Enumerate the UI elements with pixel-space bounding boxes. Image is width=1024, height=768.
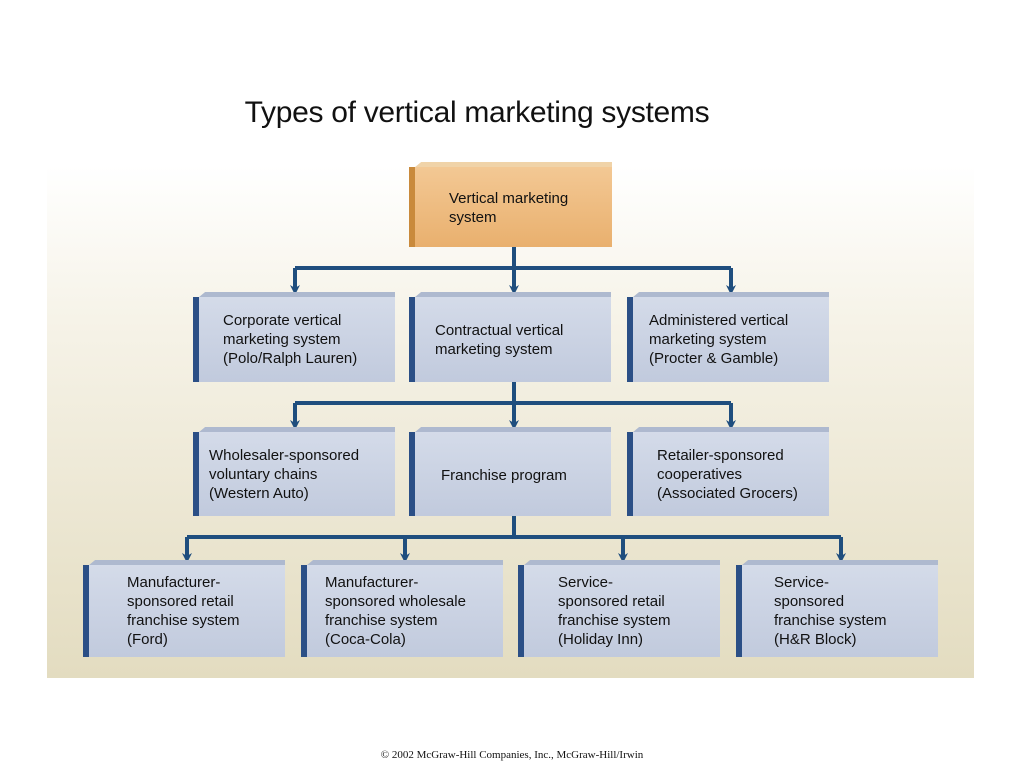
slide-title: Types of vertical marketing systems xyxy=(244,96,710,129)
box-label: Service- sponsored retail franchise syst… xyxy=(558,574,671,648)
box-contractual-vms: Contractual vertical marketing system xyxy=(409,292,611,382)
box-label: Corporate vertical marketing system (Pol… xyxy=(223,312,358,367)
box-label: Franchise program xyxy=(441,467,567,484)
box-label: Manufacturer- sponsored wholesale franch… xyxy=(325,574,466,648)
box-service-retail-franchise: Service- sponsored retail franchise syst… xyxy=(518,560,720,657)
box-manufacturer-retail-franchise: Manufacturer- sponsored retail franchise… xyxy=(83,560,285,657)
box-franchise-program: Franchise program xyxy=(409,427,611,516)
box-administered-vms: Administered vertical marketing system (… xyxy=(627,292,829,382)
box-label: Manufacturer- sponsored retail franchise… xyxy=(127,574,240,648)
box-label: Service- sponsored franchise system (H&R… xyxy=(774,574,887,648)
box-label: Administered vertical marketing system (… xyxy=(649,312,789,367)
box-service-franchise: Service- sponsored franchise system (H&R… xyxy=(736,560,938,657)
box-label: Wholesaler-sponsored voluntary chains (W… xyxy=(209,446,360,502)
box-retailer-sponsored: Retailer-sponsored cooperatives (Associa… xyxy=(627,427,829,516)
box-vertical-marketing-system: Vertical marketing system xyxy=(409,162,612,247)
box-label: Retailer-sponsored cooperatives (Associa… xyxy=(657,446,798,502)
box-wholesaler-sponsored: Wholesaler-sponsored voluntary chains (W… xyxy=(193,427,395,516)
box-label: Vertical marketing system xyxy=(449,190,569,226)
box-corporate-vms: Corporate vertical marketing system (Pol… xyxy=(193,292,395,382)
box-label: Contractual vertical marketing system xyxy=(435,321,564,358)
copyright-footer: © 2002 McGraw-Hill Companies, Inc., McGr… xyxy=(380,749,644,761)
box-manufacturer-wholesale-franchise: Manufacturer- sponsored wholesale franch… xyxy=(301,560,503,657)
